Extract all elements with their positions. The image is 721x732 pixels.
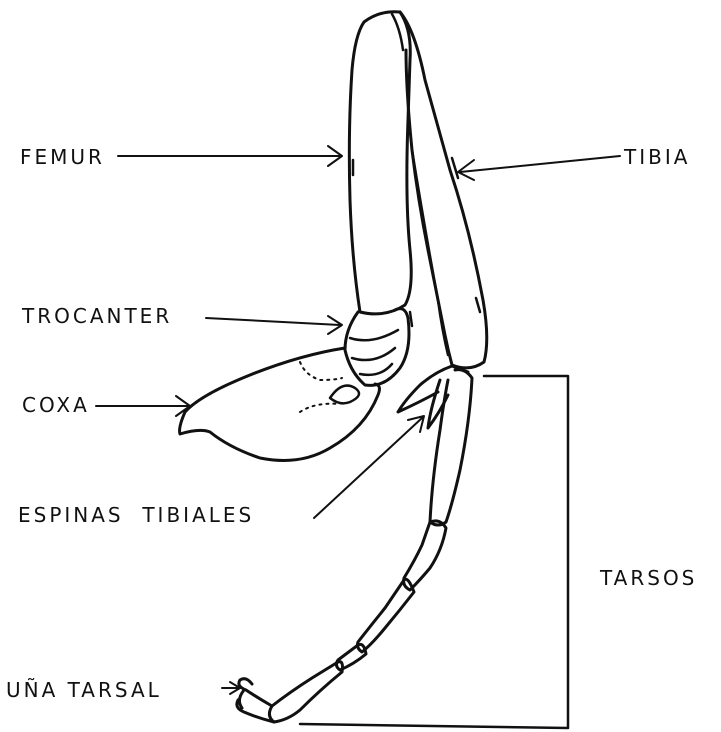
espinas-arrow bbox=[314, 416, 424, 518]
tarsus-segment-4 bbox=[336, 644, 366, 670]
trocanter-bands bbox=[350, 330, 398, 375]
trocanter-label: TROCANTER bbox=[22, 306, 172, 326]
tibia-inner-edge bbox=[412, 150, 448, 355]
femur-tip-detail bbox=[392, 14, 403, 50]
coxa-arrow bbox=[96, 396, 190, 416]
tarsus-segment-3 bbox=[358, 579, 415, 652]
tarsus-segment-2 bbox=[404, 521, 446, 590]
tibia-label: TIBIA bbox=[624, 147, 690, 167]
femur-outline bbox=[349, 12, 411, 314]
espinas-tibiales-label: ESPINAS TIBIALES bbox=[18, 505, 254, 525]
tarsos-label: TARSOS bbox=[600, 568, 697, 588]
coxa-dotted-lines bbox=[300, 362, 342, 412]
una-arrow bbox=[222, 682, 240, 694]
tibia-outline bbox=[400, 12, 487, 368]
tibia-arrow bbox=[458, 156, 620, 180]
coxa-label: COXA bbox=[22, 395, 90, 415]
femur-arrow bbox=[118, 146, 342, 166]
leader-lines bbox=[96, 146, 620, 694]
una-tarsal-label: UÑA TARSAL bbox=[6, 680, 162, 700]
tibial-spines bbox=[398, 366, 468, 428]
tarsus-segment-5 bbox=[269, 662, 342, 722]
trocanter-arrow bbox=[206, 316, 342, 334]
femur-label: FEMUR bbox=[20, 147, 105, 167]
coxa-joint bbox=[330, 386, 359, 404]
